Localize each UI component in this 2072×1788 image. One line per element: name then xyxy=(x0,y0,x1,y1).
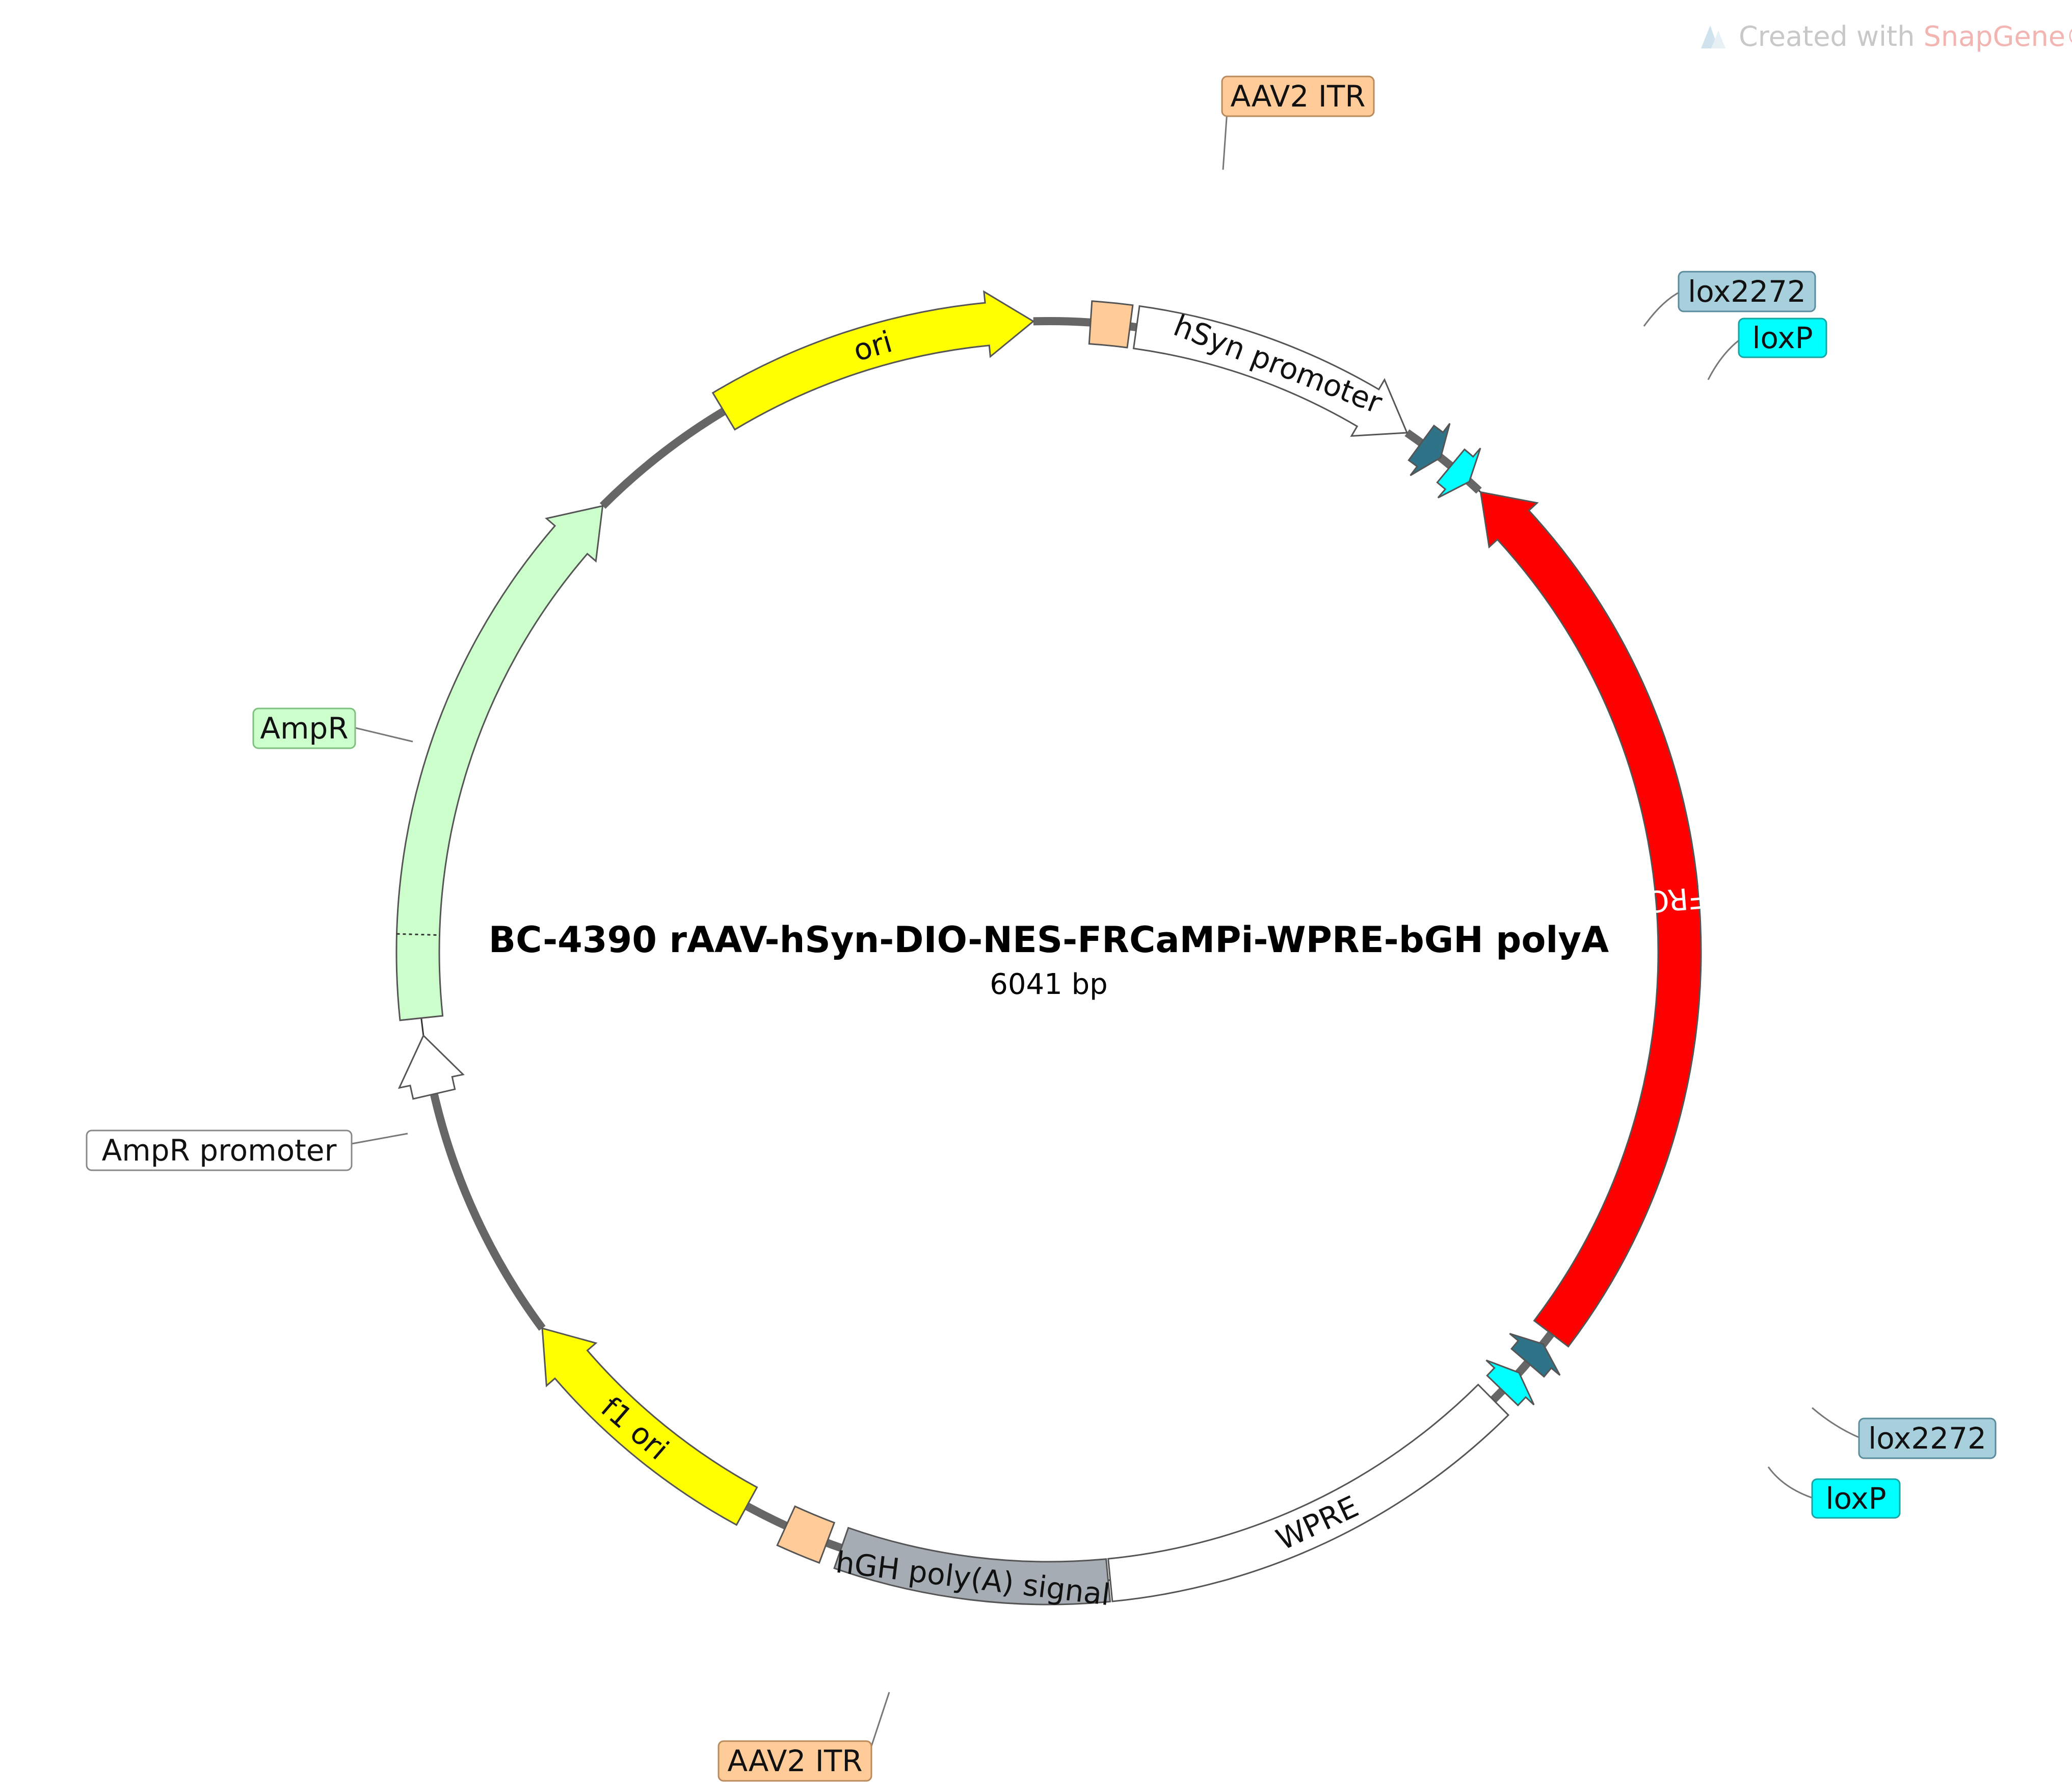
feature-shape xyxy=(1407,423,1451,477)
callout-loxp-top[interactable]: loxP xyxy=(1707,318,1827,380)
feature-label: hSyn promoter xyxy=(1169,308,1387,420)
backbone-segment xyxy=(1404,429,1482,494)
feature-label: hGH poly(A) signal xyxy=(834,1545,1112,1613)
feature-shape xyxy=(1132,305,1409,437)
plasmid-name: BC-4390 rAAV-hSyn-DIO-NES-FRCaMPi-WPRE-b… xyxy=(489,919,1609,961)
feature-lox2272-top[interactable] xyxy=(1407,423,1451,477)
plasmid-title-block: BC-4390 rAAV-hSyn-DIO-NES-FRCaMPi-WPRE-b… xyxy=(489,919,1609,1001)
feature-shape xyxy=(541,1327,758,1526)
feature-shape xyxy=(1479,491,1702,1348)
feature-shape xyxy=(1436,448,1481,498)
feature-ampr[interactable] xyxy=(395,505,604,1021)
feature-f1-ori[interactable]: f1 ori xyxy=(541,1327,758,1526)
watermark-prefix: Created with xyxy=(1739,20,1924,52)
callout-aav2-itr-top[interactable]: AAV2 ITR xyxy=(1221,75,1375,170)
feature-lox2272-bottom[interactable] xyxy=(1509,1333,1561,1378)
feature-shape xyxy=(776,1505,836,1564)
callout-loxp-bottom[interactable]: loxP xyxy=(1767,1466,1901,1519)
feature-hgh-polya[interactable]: hGH poly(A) signal xyxy=(833,1527,1112,1613)
feature-loxp-bottom[interactable] xyxy=(1485,1359,1535,1407)
callout-label: loxP xyxy=(1752,321,1813,355)
feature-shape xyxy=(1088,300,1134,349)
backbone-segment xyxy=(1490,1331,1555,1403)
backbone-segment xyxy=(599,407,726,509)
feature-hsyn-promoter[interactable]: hSyn promoter xyxy=(1132,305,1409,437)
feature-ori[interactable]: ori xyxy=(711,290,1035,431)
watermark: Created with SnapGene® xyxy=(1701,20,2072,52)
callout-label: loxP xyxy=(1825,1481,1886,1516)
watermark-text: Created with SnapGene® xyxy=(1739,20,2072,52)
feature-shape xyxy=(833,1527,1111,1606)
callout-layer: AAV2 ITR lox2272 loxP lox2272 loxP xyxy=(86,75,1997,1782)
callout-ampr-promoter[interactable]: AmpR promoter xyxy=(86,1129,408,1171)
feature-wpre[interactable]: WPRE xyxy=(1107,1383,1510,1602)
watermark-brand: SnapGene® xyxy=(1924,20,2072,52)
callout-label: lox2272 xyxy=(1688,274,1806,309)
backbone-segment xyxy=(1033,317,1091,327)
feature-shape xyxy=(1107,1383,1510,1602)
feature-shape xyxy=(395,505,604,1021)
callout-lox2272-bottom[interactable]: lox2272 xyxy=(1812,1407,1997,1459)
plasmid-length: 6041 bp xyxy=(990,968,1107,1001)
feature-shape xyxy=(711,290,1035,431)
callout-label: AmpR promoter xyxy=(102,1133,337,1168)
feature-aav2-itr-bottom[interactable] xyxy=(776,1505,836,1564)
callout-aav2-itr-bottom[interactable]: AAV2 ITR xyxy=(718,1692,890,1782)
feature-aav2-itr-top[interactable] xyxy=(1088,300,1134,349)
callout-lox2272-top[interactable]: lox2272 xyxy=(1643,271,1816,327)
backbone-segment xyxy=(430,1093,546,1331)
ampr-divider xyxy=(396,933,440,936)
snapgene-logo-icon xyxy=(1701,25,1725,48)
callout-label: lox2272 xyxy=(1868,1421,1986,1456)
feature-shape xyxy=(1485,1359,1535,1407)
feature-shape xyxy=(1509,1333,1561,1378)
callout-label: AAV2 ITR xyxy=(1230,79,1365,114)
backbone-segment xyxy=(1129,322,1137,331)
callout-ampr[interactable]: AmpR xyxy=(252,707,413,749)
feature-loxp-top[interactable] xyxy=(1436,448,1481,498)
feature-shape xyxy=(397,1034,465,1100)
feature-ampr-promoter[interactable] xyxy=(397,1034,465,1100)
callout-label: AAV2 ITR xyxy=(727,1744,862,1778)
callout-label: AmpR xyxy=(260,711,348,746)
